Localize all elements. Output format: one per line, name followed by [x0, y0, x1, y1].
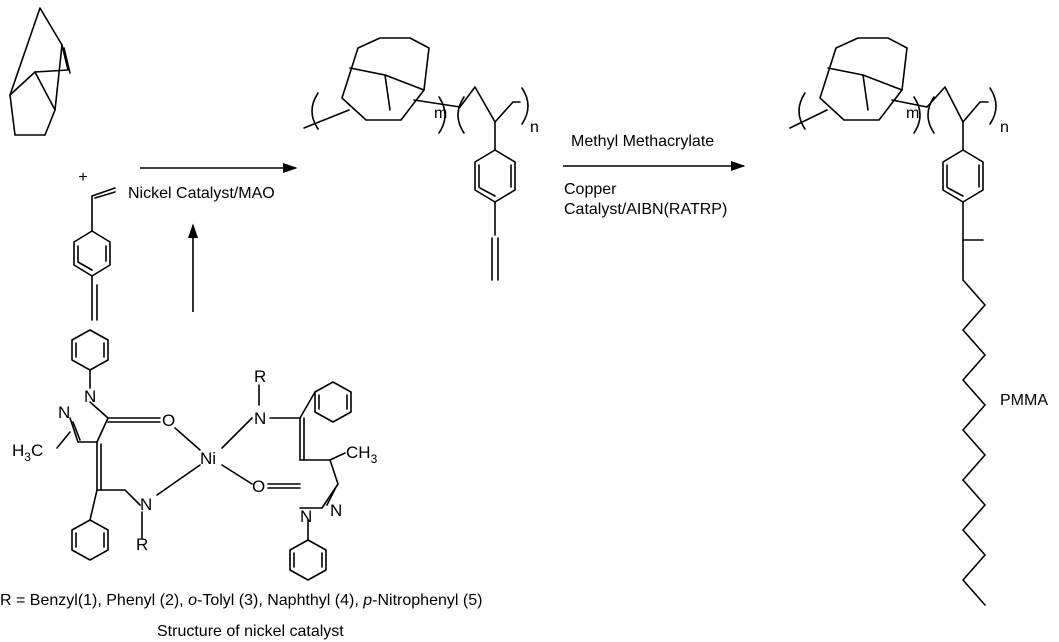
catalyst-atom-ni: Ni — [200, 449, 216, 468]
graft-m-label: m — [906, 105, 919, 122]
catalyst-atom-o-left: O — [162, 411, 175, 430]
step2-condition-line2: Catalyst/AIBN(RATRP) — [564, 201, 727, 218]
catalyst-atom-o-right: O — [252, 477, 265, 496]
r-group-definitions: R = Benzyl(1), Phenyl (2), o-Tolyl (3), … — [0, 592, 482, 609]
catalyst-caption: Structure of nickel catalyst — [157, 623, 344, 640]
copolymer-structure — [303, 37, 529, 281]
catalyst-atom-n-ring-bottom: N — [300, 507, 312, 526]
catalyst-atom-n-ring-top-2: N — [58, 403, 70, 422]
catalyst-h3c-group: H3C — [12, 441, 43, 464]
step2-condition-line1: Copper — [564, 181, 617, 198]
pmma-label: PMMA — [1000, 392, 1048, 409]
catalyst-atom-n-left-imine: N — [140, 495, 152, 514]
catalyst-atom-r-top: R — [254, 367, 266, 386]
step1-condition: Nickel Catalyst/MAO — [128, 185, 275, 202]
nickel-catalyst-structure — [56, 329, 352, 581]
graft-copolymer-structure — [789, 37, 997, 606]
copolymer-n-label: n — [530, 119, 539, 136]
catalyst-atom-n-ring-top: N — [84, 387, 96, 406]
copolymer-m-label: m — [434, 105, 447, 122]
step2-reagent: Methyl Methacrylate — [571, 133, 714, 150]
plus-sign: + — [78, 169, 87, 186]
graft-n-label: n — [1000, 119, 1009, 136]
norbornene-structure — [9, 7, 71, 136]
catalyst-ch3-group: CH3 — [346, 443, 378, 466]
catalyst-atom-n-right-imine: N — [254, 409, 266, 428]
divinylbenzene-structure — [73, 187, 116, 321]
catalyst-atom-n-ring-bottom-2: N — [330, 501, 342, 520]
catalyst-atom-r-bottom: R — [136, 535, 148, 554]
